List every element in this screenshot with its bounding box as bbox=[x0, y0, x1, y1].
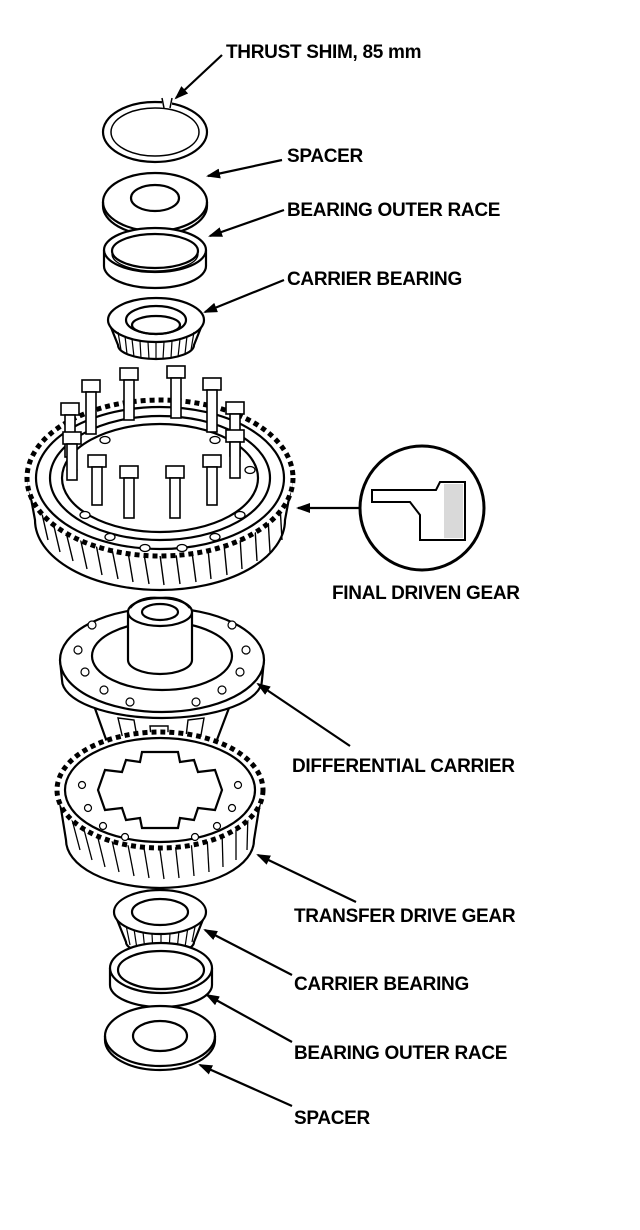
spacer-top-part bbox=[101, 171, 209, 237]
thrust-shim-part bbox=[101, 97, 209, 164]
label-bearing-outer-race-top: BEARING OUTER RACE bbox=[287, 200, 500, 221]
label-thrust-shim: THRUST SHIM, 85 mm bbox=[226, 42, 421, 63]
bolts-group bbox=[60, 365, 245, 519]
carrier-bearing-top-part bbox=[106, 296, 206, 361]
final-driven-gear-part bbox=[24, 397, 296, 592]
label-final-driven-gear: FINAL DRIVEN GEAR bbox=[332, 583, 520, 604]
label-spacer-top: SPACER bbox=[287, 146, 364, 167]
label-carrier-bearing-bottom: CARRIER BEARING bbox=[294, 974, 469, 995]
label-spacer-bottom: SPACER bbox=[294, 1108, 371, 1129]
bearing-outer-race-bottom-part bbox=[108, 941, 214, 1009]
spacer-bottom-part bbox=[103, 1004, 217, 1072]
leader-arrows bbox=[174, 54, 360, 1108]
label-bearing-outer-race-bottom: BEARING OUTER RACE bbox=[294, 1043, 507, 1064]
label-differential-carrier: DIFFERENTIAL CARRIER bbox=[292, 756, 515, 777]
detail-magnifier bbox=[358, 444, 486, 572]
bearing-outer-race-top-part bbox=[102, 226, 208, 290]
label-carrier-bearing-top: CARRIER BEARING bbox=[287, 269, 462, 290]
transfer-drive-gear-part bbox=[54, 729, 266, 890]
label-transfer-drive-gear: TRANSFER DRIVE GEAR bbox=[294, 906, 516, 927]
